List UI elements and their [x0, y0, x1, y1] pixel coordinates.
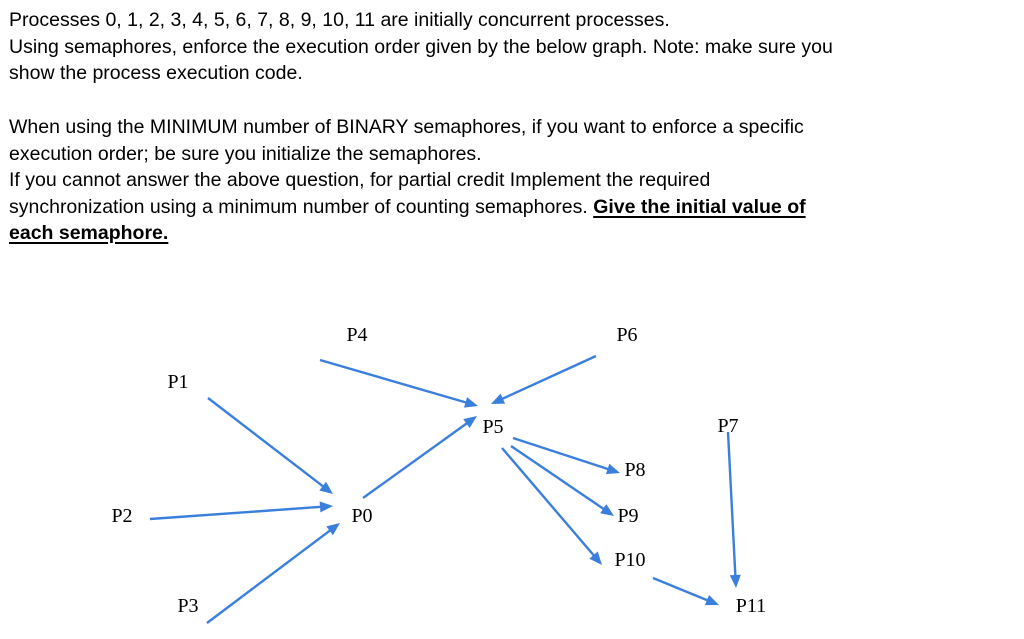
edge-line [510, 445, 605, 511]
arrowhead-icon [319, 501, 333, 513]
arrowhead-icon [491, 393, 506, 404]
problem-line: When using the MINIMUM number of BINARY … [9, 116, 804, 138]
arrowhead-icon [589, 551, 602, 565]
arrowhead-icon [600, 504, 614, 516]
node-p10: P10 [614, 549, 645, 571]
edge-line [206, 529, 332, 624]
emphasis-text: each semaphore. [9, 222, 169, 244]
node-p2: P2 [111, 505, 132, 527]
problem-line: If you cannot answer the above question,… [9, 169, 711, 191]
edge-line [501, 447, 596, 557]
edge-p1-to-p0 [207, 397, 333, 494]
node-p6: P6 [616, 324, 637, 346]
problem-line-with-emphasis: synchronization using a minimum number o… [9, 194, 1014, 221]
emphasis-text: Give the initial value of [593, 195, 806, 218]
edge-line [501, 354, 597, 401]
problem-line: execution order; be sure you initialize … [9, 142, 482, 165]
edge-p5-to-p8 [512, 436, 620, 475]
edge-line [652, 576, 709, 602]
problem-line: Processes 0, 1, 2, 3, 4, 5, 6, 7, 8, 9, … [9, 9, 670, 31]
problem-statement-paragraph-2: When using the MINIMUM number of BINARY … [9, 114, 1014, 247]
emphasis-line: each semaphore. [9, 220, 1014, 247]
arrowhead-icon [326, 523, 340, 536]
edge-p0-to-p5 [362, 416, 477, 499]
graph-nodes: P1 P2 P3 P0 P4 P6 P5 P7 P8 P9 P10 P11 [111, 324, 766, 617]
edge-p5-to-p9 [510, 445, 614, 516]
node-p4: P4 [346, 324, 367, 346]
edge-p2-to-p0 [149, 501, 333, 521]
node-p11: P11 [736, 595, 766, 617]
node-p9: P9 [617, 505, 638, 527]
edge-p6-to-p5 [491, 354, 597, 404]
arrowhead-icon [729, 574, 741, 588]
edge-p5-to-p10 [501, 447, 602, 565]
edge-line [207, 397, 325, 488]
problem-statement-paragraph-1: Processes 0, 1, 2, 3, 4, 5, 6, 7, 8, 9, … [9, 7, 1014, 87]
edge-line [362, 422, 468, 499]
edge-p4-to-p5 [319, 358, 478, 408]
graph-edges [149, 354, 741, 624]
node-p3: P3 [177, 595, 198, 617]
arrowhead-icon [319, 481, 333, 494]
arrowhead-icon [704, 594, 719, 606]
edge-p3-to-p0 [206, 523, 340, 624]
node-p8: P8 [624, 459, 645, 481]
edge-p10-to-p11 [652, 576, 719, 606]
node-p1: P1 [167, 371, 188, 393]
edge-line [149, 505, 322, 521]
problem-line: Using semaphores, enforce the execution … [9, 35, 833, 58]
arrowhead-icon [605, 463, 620, 475]
edge-p7-to-p11 [726, 431, 741, 588]
problem-line: show the process execution code. [9, 62, 303, 84]
edge-line [319, 358, 467, 404]
node-p0: P0 [351, 505, 372, 527]
arrowhead-icon [463, 416, 477, 429]
edge-line [512, 436, 609, 471]
edge-line [726, 431, 737, 577]
node-p5: P5 [482, 416, 503, 438]
arrowhead-icon [463, 397, 478, 408]
node-p7: P7 [717, 415, 738, 437]
problem-line-text: synchronization using a minimum number o… [9, 195, 594, 218]
